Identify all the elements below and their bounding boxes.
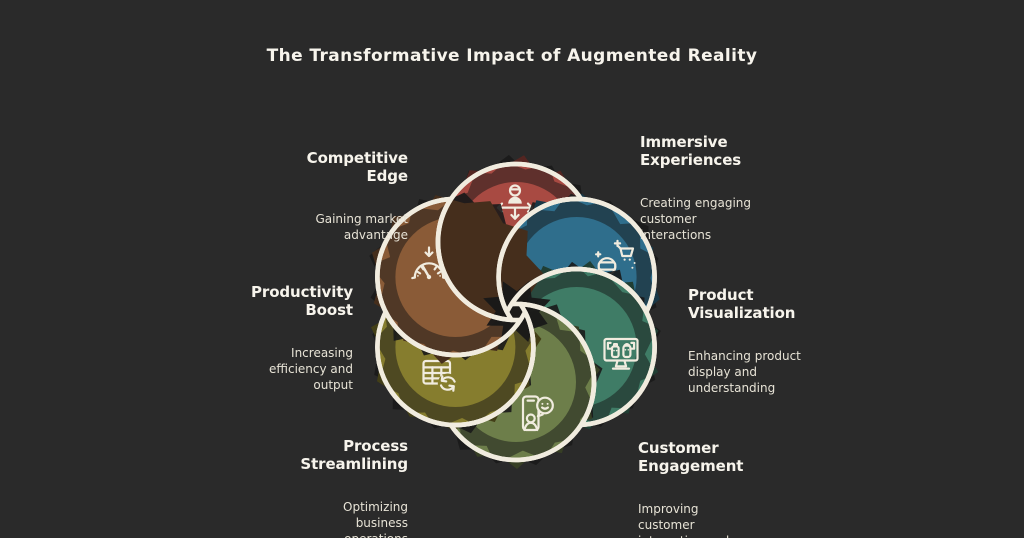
label-product-visualization: Product Visualization Enhancing product … <box>688 267 878 415</box>
monitor-products-icon <box>603 337 639 370</box>
section-description: Increasing efficiency and output <box>269 346 353 392</box>
phone-chat-icon <box>521 395 554 432</box>
table-sync-icon <box>422 359 458 394</box>
section-description: Enhancing product display and understand… <box>688 349 801 395</box>
label-productivity-boost: Productivity Boost Increasing efficiency… <box>163 264 353 412</box>
label-process-streamlining: Process Streamlining Optimizing business… <box>218 418 408 538</box>
section-heading: Process Streamlining <box>300 437 408 473</box>
diagram-title: The Transformative Impact of Augmented R… <box>266 46 758 66</box>
section-heading: Productivity Boost <box>251 283 353 319</box>
section-heading: Immersive Experiences <box>640 133 742 169</box>
section-description: Improving customer interaction and loyal… <box>638 502 729 538</box>
label-competitive-edge: Competitive Edge Gaining market advantag… <box>218 130 408 263</box>
section-heading: Customer Engagement <box>638 439 744 475</box>
section-description: Gaining market advantage <box>315 212 408 242</box>
section-heading: Competitive Edge <box>306 149 408 185</box>
section-description: Creating engaging customer interactions <box>640 196 751 242</box>
label-immersive-experiences: Immersive Experiences Creating engaging … <box>640 114 830 262</box>
section-heading: Product Visualization <box>688 286 796 322</box>
section-description: Optimizing business operations <box>343 500 408 538</box>
label-customer-engagement: Customer Engagement Improving customer i… <box>638 420 828 538</box>
